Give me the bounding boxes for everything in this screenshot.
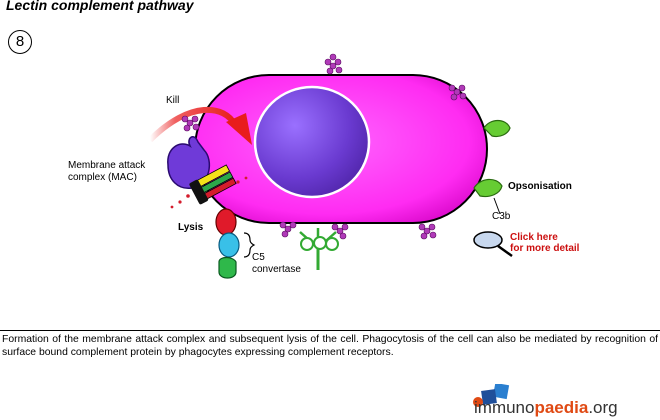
opsonisation-label: Opsonisation — [508, 181, 572, 192]
page-title: Lectin complement pathway — [6, 0, 194, 13]
caption-divider — [0, 330, 660, 331]
pathway-diagram — [147, 53, 513, 279]
immunopaedia-logo: immunopaedia.org — [474, 398, 618, 418]
cell-nucleus — [253, 85, 371, 199]
figure-caption: Formation of the membrane attack complex… — [2, 334, 658, 358]
step-number-badge: 8 — [8, 30, 32, 54]
c5-label-line1: C5 — [252, 252, 265, 263]
logo-mark-icon — [472, 382, 522, 410]
mannose-binding-lectin-icon — [299, 228, 339, 270]
logo-part2: paedia — [534, 398, 589, 417]
more-detail-line2[interactable]: for more detail — [510, 243, 580, 254]
kill-arrow — [147, 106, 252, 145]
mac-label-line1: Membrane attack — [68, 160, 146, 171]
membrane-attack-complex-icon — [167, 136, 248, 209]
more-detail-line1[interactable]: Click here — [510, 232, 558, 243]
kill-label: Kill — [166, 95, 180, 106]
c3b-pointer — [493, 197, 501, 215]
c5-label-line2: convertase — [252, 264, 301, 275]
magnifier-icon[interactable] — [473, 231, 513, 258]
lysis-label: Lysis — [178, 222, 204, 233]
logo-part3: .org — [588, 398, 618, 417]
c3b-label: C3b — [492, 211, 511, 222]
mac-label-line2: complex (MAC) — [68, 172, 137, 183]
c3b-fragment-icons — [473, 119, 511, 198]
c5-convertase-icon — [215, 208, 256, 279]
logo-part1: immuno — [474, 398, 535, 417]
more-detail-link[interactable]: Click here for more detail — [510, 232, 579, 254]
surface-carbohydrate-icons — [181, 53, 467, 240]
